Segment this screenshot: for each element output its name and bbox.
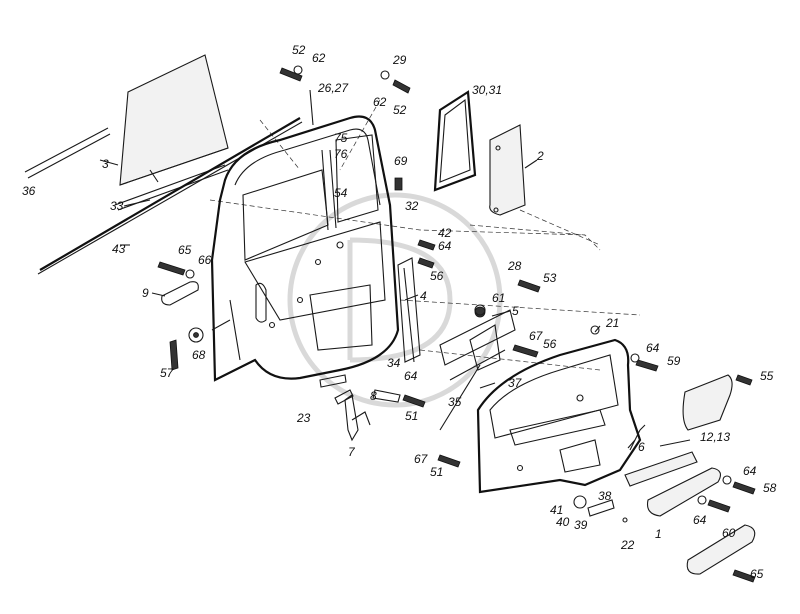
door-frame — [210, 115, 400, 388]
pull-handle — [686, 524, 756, 575]
callout-57: 57 — [160, 366, 174, 380]
vent-glass-frame — [433, 90, 477, 192]
callout-21: 21 — [606, 316, 620, 330]
callout-9: 9 — [142, 286, 149, 300]
callout-61: 61 — [492, 291, 506, 305]
callout-68: 68 — [192, 348, 206, 362]
callout-62: 62 — [312, 51, 326, 65]
callout-52: 52 — [393, 103, 407, 117]
inside-handle-lever — [344, 394, 371, 442]
callout-23: 23 — [297, 411, 311, 425]
callout-53: 53 — [543, 271, 557, 285]
callout-59: 59 — [667, 354, 681, 368]
callout-51: 51 — [430, 465, 444, 479]
callout-52: 52 — [292, 43, 306, 57]
callout-3: 3 — [102, 157, 109, 171]
callout-33: 33 — [110, 199, 124, 213]
callout-34: 34 — [387, 356, 401, 370]
callout-28: 28 — [508, 259, 522, 273]
callout-55: 55 — [760, 369, 774, 383]
callout-8: 8 — [370, 389, 377, 403]
callout-5: 5 — [512, 304, 519, 318]
callout-65: 65 — [750, 567, 764, 581]
assembly-guides — [209, 99, 641, 371]
leader-lines — [99, 89, 691, 449]
corner-cover — [682, 374, 733, 431]
callout-64: 64 — [743, 464, 757, 478]
callout-54: 54 — [334, 186, 348, 200]
callout-51: 51 — [405, 409, 419, 423]
callout-67: 67 — [529, 329, 543, 343]
callout-62: 62 — [373, 95, 387, 109]
callout-35: 35 — [448, 395, 462, 409]
lock-cylinder — [188, 327, 204, 343]
callout-7: 7 — [348, 445, 355, 459]
callout-1: 1 — [655, 527, 662, 541]
callout-30-31: 30,31 — [472, 83, 503, 97]
callout-39: 39 — [574, 518, 588, 532]
callout-4: 4 — [420, 289, 427, 303]
callout-2: 2 — [537, 149, 544, 163]
callout-37: 37 — [508, 376, 522, 390]
handle-escutcheon — [573, 495, 615, 517]
fasteners — [157, 65, 756, 583]
callout-6: 6 — [638, 440, 645, 454]
callout-66: 66 — [198, 253, 212, 267]
outer-handle — [161, 281, 199, 306]
callout-64: 64 — [404, 369, 418, 383]
callout-12-13: 12,13 — [700, 430, 731, 444]
guide-rail — [397, 257, 421, 363]
callout-42: 42 — [438, 226, 452, 240]
callout-36: 36 — [22, 184, 36, 198]
callout-64: 64 — [438, 239, 452, 253]
callout-65: 65 — [178, 243, 192, 257]
callout-40: 40 — [556, 515, 570, 529]
callout-22: 22 — [621, 538, 635, 552]
callout-75: 75 — [334, 131, 348, 145]
callout-41: 41 — [550, 503, 564, 517]
corner-panel — [489, 124, 526, 216]
callout-76: 76 — [334, 147, 348, 161]
callout-29: 29 — [393, 53, 407, 67]
callout-56: 56 — [543, 337, 557, 351]
callout-60: 60 — [722, 526, 736, 540]
callout-67: 67 — [414, 452, 428, 466]
callout-32: 32 — [405, 199, 419, 213]
callout-38: 38 — [598, 489, 612, 503]
callout-58: 58 — [763, 481, 777, 495]
callout-69: 69 — [394, 154, 408, 168]
callout-26-27: 26,27 — [318, 81, 349, 95]
callout-64: 64 — [646, 341, 660, 355]
watermark — [287, 192, 503, 408]
window-glass — [119, 54, 229, 186]
inner-trim-panel — [476, 338, 642, 494]
callout-43: 43 — [112, 242, 126, 256]
armrest-bracket — [624, 451, 698, 487]
armrest — [646, 467, 721, 517]
callout-56: 56 — [430, 269, 444, 283]
callout-64: 64 — [693, 513, 707, 527]
